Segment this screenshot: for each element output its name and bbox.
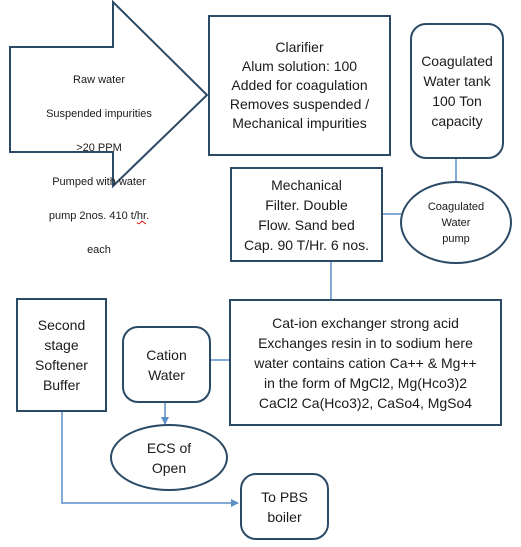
coagulated-water-tank-label: Coagulated Water tank 100 Ton capacity bbox=[421, 53, 493, 129]
to-pbs-boiler-box: To PBS boiler bbox=[240, 473, 329, 540]
raw-water-line-5-pre: pump 2nos. 410 t/ bbox=[48, 210, 137, 222]
cation-water-label: Cation Water bbox=[146, 346, 187, 383]
to-pbs-boiler-label: To PBS boiler bbox=[261, 488, 308, 525]
raw-water-line-5-post: . bbox=[146, 210, 150, 222]
cation-water-box: Cation Water bbox=[122, 326, 211, 403]
raw-water-line-1: Raw water bbox=[73, 74, 125, 86]
raw-water-arrow-label: Raw water Suspended impurities >20 PPM P… bbox=[14, 55, 184, 276]
second-stage-softener-buffer-box: Second stage Softener Buffer bbox=[16, 298, 107, 412]
raw-water-line-6: each bbox=[87, 244, 111, 256]
raw-water-line-5: pump 2nos. 410 t/hr. bbox=[14, 208, 184, 225]
ecs-of-open-ellipse: ECS of Open bbox=[110, 424, 228, 491]
connector-buffer-to-pbs bbox=[61, 412, 239, 507]
second-stage-softener-buffer-label: Second stage Softener Buffer bbox=[35, 317, 88, 393]
raw-water-arrow-shape bbox=[9, 0, 209, 189]
raw-water-line-3: >20 PPM bbox=[76, 142, 122, 154]
coagulated-water-pump-label: Coagulated Water pump bbox=[427, 200, 485, 245]
coagulated-water-tank-box: Coagulated Water tank 100 Ton capacity bbox=[410, 23, 504, 159]
coagulated-water-pump-ellipse: Coagulated Water pump bbox=[400, 181, 512, 264]
clarifier-box: Clarifier Alum solution: 100 Added for c… bbox=[208, 15, 391, 156]
mechanical-filter-box: Mechanical Filter. Double Flow. Sand bed… bbox=[230, 167, 383, 262]
cation-exchanger-box: Cat-ion exchanger strong acid Exchanges … bbox=[229, 299, 502, 426]
ecs-of-open-label: ECS of Open bbox=[146, 439, 192, 476]
cation-exchanger-label: Cat-ion exchanger strong acid Exchanges … bbox=[254, 314, 477, 411]
mechanical-filter-label: Mechanical Filter. Double Flow. Sand bed… bbox=[243, 176, 370, 253]
clarifier-label: Clarifier Alum solution: 100 Added for c… bbox=[229, 39, 370, 131]
raw-water-line-4: Pumped with water bbox=[52, 176, 146, 188]
raw-water-line-2: Suspended impurities bbox=[46, 108, 152, 120]
spellcheck-flagged-word: hr bbox=[136, 210, 147, 222]
